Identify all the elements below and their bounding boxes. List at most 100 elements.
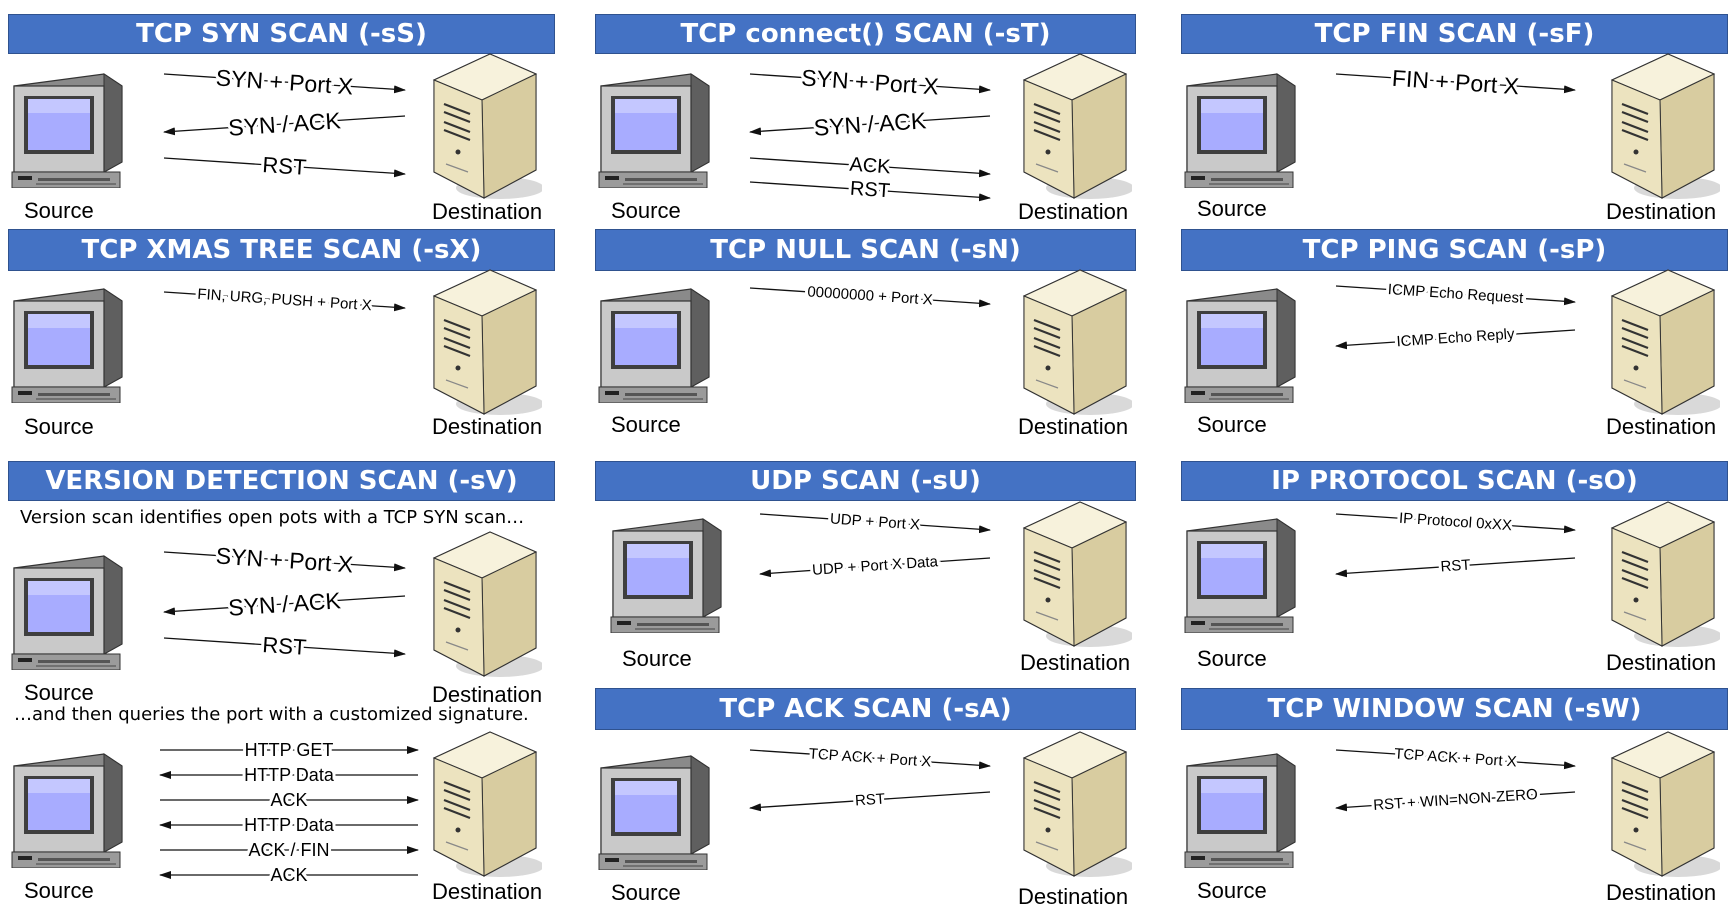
arrow-label: FIN, URG, PUSH + Port X bbox=[197, 286, 372, 315]
arrow-label: RST + WIN=NON-ZERO bbox=[1373, 786, 1539, 814]
message-arrow: RST bbox=[749, 175, 991, 205]
arrow-line bbox=[759, 513, 991, 534]
arrow-line bbox=[759, 557, 991, 578]
source-label: Source bbox=[1197, 412, 1267, 437]
destination-label: Destination bbox=[432, 199, 543, 224]
arrow-label: SYN + Port X bbox=[215, 64, 354, 99]
message-arrow: UDP + Port X Data bbox=[759, 550, 991, 582]
message-arrow: RST bbox=[163, 629, 406, 663]
destination-label: Destination bbox=[1606, 650, 1717, 675]
arrow-label: HTTP Data bbox=[244, 765, 335, 785]
message-arrow: UDP + Port X bbox=[759, 507, 991, 537]
message-arrow: HTTP GET bbox=[160, 737, 419, 763]
message-arrow: ACK bbox=[159, 862, 418, 888]
arrow-label: IP Protocol 0xXX bbox=[1398, 510, 1512, 535]
server-icon bbox=[1610, 500, 1722, 655]
arrow-line bbox=[163, 291, 406, 312]
panel-title: TCP FIN SCAN (-sF) bbox=[1181, 14, 1728, 54]
computer-icon bbox=[1181, 68, 1299, 193]
message-arrow: RST bbox=[163, 149, 406, 183]
message-arrow: RST + WIN=NON-ZERO bbox=[1335, 783, 1576, 817]
arrow-label: ACK bbox=[270, 790, 307, 810]
message-arrow: HTTP Data bbox=[159, 762, 418, 788]
arrow-label: SYN + Port X bbox=[801, 64, 940, 99]
source-label: Source bbox=[24, 680, 94, 705]
arrow-line bbox=[163, 551, 406, 572]
panel-title: TCP SYN SCAN (-sS) bbox=[8, 14, 555, 54]
panel-title: TCP PING SCAN (-sP) bbox=[1181, 229, 1728, 271]
caption-mid: …and then queries the port with a custom… bbox=[14, 704, 529, 725]
message-arrow: SYN / ACK bbox=[163, 104, 406, 144]
arrow-line bbox=[1335, 73, 1576, 94]
message-arrow: ICMP Echo Reply bbox=[1335, 323, 1576, 353]
panel-title: TCP XMAS TREE SCAN (-sX) bbox=[8, 229, 555, 271]
arrow-line bbox=[1335, 285, 1576, 306]
computer-icon bbox=[1181, 283, 1299, 408]
message-arrow: ICMP Echo Request bbox=[1335, 278, 1576, 310]
computer-icon bbox=[595, 750, 713, 875]
arrow-label: ICMP Echo Reply bbox=[1396, 326, 1515, 351]
server-icon bbox=[1022, 500, 1134, 655]
message-arrow: ACK / FIN bbox=[160, 837, 419, 863]
panel-title: TCP WINDOW SCAN (-sW) bbox=[1181, 688, 1728, 730]
server-icon bbox=[432, 530, 544, 685]
arrow-label: RST bbox=[854, 791, 885, 810]
arrow-label: FIN + Port X bbox=[1391, 65, 1520, 99]
arrow-line bbox=[1335, 791, 1576, 812]
arrow-line bbox=[163, 73, 406, 94]
computer-icon bbox=[8, 68, 126, 193]
arrow-label: HTTP Data bbox=[244, 815, 335, 835]
arrow-label: RST bbox=[849, 178, 890, 203]
arrow-label: ACK bbox=[270, 865, 307, 885]
arrow-line bbox=[749, 73, 991, 94]
source-label: Source bbox=[611, 198, 681, 223]
panel-title: TCP connect() SCAN (-sT) bbox=[595, 14, 1136, 54]
server-icon bbox=[1610, 52, 1722, 207]
server-icon bbox=[432, 268, 544, 423]
arrow-label: SYN / ACK bbox=[813, 107, 928, 140]
arrow-label: 00000000 + Port X bbox=[807, 283, 933, 308]
destination-label: Destination bbox=[1018, 884, 1129, 909]
computer-icon bbox=[8, 748, 126, 873]
arrow-label: SYN + Port X bbox=[215, 542, 354, 577]
destination-label: Destination bbox=[1018, 199, 1129, 224]
destination-label: Destination bbox=[432, 682, 543, 707]
computer-icon bbox=[1181, 513, 1299, 638]
destination-label: Destination bbox=[1020, 650, 1131, 675]
arrow-line bbox=[1335, 329, 1576, 350]
source-label: Source bbox=[622, 646, 692, 671]
message-arrow: FIN + Port X bbox=[1335, 62, 1576, 102]
panel-title: UDP SCAN (-sU) bbox=[595, 461, 1136, 501]
arrow-label: TCP ACK + Port X bbox=[808, 745, 932, 770]
message-arrow: TCP ACK + Port X bbox=[749, 742, 991, 774]
message-arrow: FIN, URG, PUSH + Port X bbox=[163, 283, 406, 317]
panel-title: TCP NULL SCAN (-sN) bbox=[595, 229, 1136, 271]
computer-icon bbox=[8, 550, 126, 675]
computer-icon bbox=[1181, 748, 1299, 873]
arrow-label: ACK / FIN bbox=[248, 840, 329, 860]
source-label: Source bbox=[611, 412, 681, 437]
arrow-label: HTTP GET bbox=[245, 740, 334, 760]
message-arrow: ACK bbox=[160, 787, 419, 813]
arrow-label: RST bbox=[262, 632, 308, 660]
destination-label: Destination bbox=[1606, 414, 1717, 439]
message-arrow: ACK bbox=[749, 151, 991, 181]
server-icon bbox=[1610, 730, 1722, 885]
arrow-line bbox=[163, 595, 406, 616]
server-icon bbox=[1610, 268, 1722, 423]
source-label: Source bbox=[24, 414, 94, 439]
panel-title: IP PROTOCOL SCAN (-sO) bbox=[1181, 461, 1728, 501]
arrow-label: RST bbox=[262, 152, 308, 180]
source-label: Source bbox=[1197, 878, 1267, 903]
message-arrow: SYN / ACK bbox=[749, 104, 991, 144]
arrow-line bbox=[1335, 557, 1576, 578]
arrow-label: RST bbox=[1440, 557, 1471, 576]
panel-title: VERSION DETECTION SCAN (-sV) bbox=[8, 461, 555, 501]
computer-icon bbox=[8, 283, 126, 408]
arrow-label: ICMP Echo Request bbox=[1387, 281, 1524, 307]
arrow-label: UDP + Port X bbox=[829, 510, 920, 533]
arrow-line bbox=[1335, 513, 1576, 534]
arrow-label: ACK bbox=[849, 154, 892, 179]
source-label: Source bbox=[611, 880, 681, 905]
panel-title: TCP ACK SCAN (-sA) bbox=[595, 688, 1136, 730]
